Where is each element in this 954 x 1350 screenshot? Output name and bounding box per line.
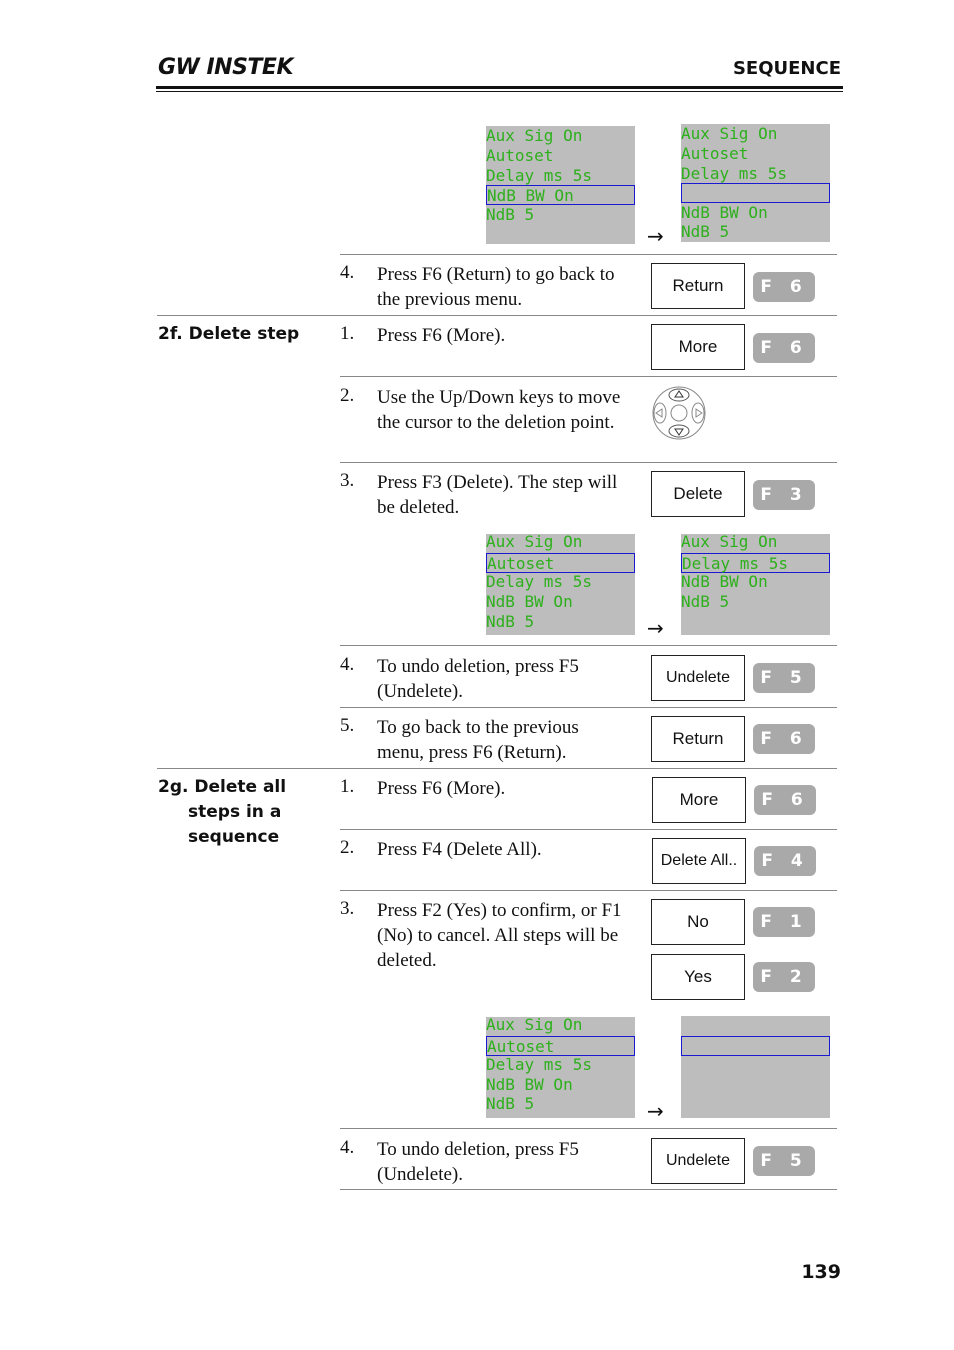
f6-key[interactable]: F 6 (753, 724, 815, 754)
screen-line: NdB 5 (486, 612, 535, 631)
screen-line: Delay ms 5s (486, 1055, 592, 1074)
step-text: Use the Up/Down keys to move the cursor … (377, 387, 621, 433)
step-text: Press F6 (Return) to go back to the prev… (377, 264, 615, 310)
step-text: To undo deletion, press F5 (Undelete). (377, 1139, 579, 1185)
screen-line: NdB 5 (486, 205, 535, 224)
screen-line-selected: Autoset (486, 1036, 635, 1056)
no-softkey[interactable]: No (651, 899, 745, 945)
step-number: 2. (340, 837, 355, 858)
f3-key[interactable]: F 3 (753, 480, 815, 510)
screen-after-2: Aux Sig On Delay ms 5s NdB BW On NdB 5 (681, 532, 830, 635)
screen-line: Delay ms 5s (486, 166, 592, 185)
screen-before-2: Aux Sig On Autoset Delay ms 5s NdB BW On… (486, 532, 635, 635)
arrow-icon: → (647, 224, 664, 248)
screen-before-3: Aux Sig On Autoset Delay ms 5s NdB BW On… (486, 1015, 635, 1118)
yes-softkey[interactable]: Yes (651, 954, 745, 1000)
section-divider (157, 315, 837, 316)
screen-line: NdB 5 (681, 592, 730, 611)
return-softkey[interactable]: Return (651, 716, 745, 762)
step-number: 4. (340, 654, 355, 675)
step-number: 4. (340, 1137, 355, 1158)
step-number: 3. (340, 898, 355, 919)
screen-line: Aux Sig On (681, 124, 778, 143)
header-rule (156, 86, 843, 89)
screen-line: Aux Sig On (486, 126, 583, 145)
screen-line-selected: NdB BW On (486, 185, 635, 205)
step-text: Press F3 (Delete). The step will be dele… (377, 472, 618, 518)
f5-key[interactable]: F 5 (753, 663, 815, 693)
screen-line: Aux Sig On (486, 532, 583, 551)
undelete-softkey[interactable]: Undelete (651, 1138, 745, 1184)
screen-after-1: Aux Sig On Autoset Delay ms 5s NdB BW On… (681, 124, 830, 242)
section-divider (157, 768, 837, 769)
gw-instek-logo: GW INSTEK (158, 55, 294, 80)
header-rule-thin (156, 91, 843, 92)
screen-line: NdB BW On (681, 203, 768, 222)
screen-line: Aux Sig On (681, 532, 778, 551)
screen-after-3 (681, 1016, 830, 1118)
screen-line: NdB BW On (486, 592, 573, 611)
row-divider (340, 376, 837, 377)
step-number: 4. (340, 262, 355, 283)
delete-all-softkey[interactable]: Delete All.. (652, 838, 746, 884)
step-text: Press F6 (More). (377, 325, 506, 346)
row-divider (340, 1128, 837, 1129)
f6-key[interactable]: F 6 (753, 272, 815, 302)
more-softkey[interactable]: More (651, 324, 745, 370)
arrow-icon: → (647, 616, 664, 640)
step-number: 1. (340, 323, 355, 344)
f1-key[interactable]: F 1 (753, 907, 815, 937)
screen-line: Delay ms 5s (681, 164, 787, 183)
delete-softkey[interactable]: Delete (651, 471, 745, 517)
row-divider (340, 254, 837, 255)
return-softkey[interactable]: Return (651, 263, 745, 309)
section-label-2g: 2g. Delete all (158, 777, 287, 797)
undelete-softkey[interactable]: Undelete (651, 655, 745, 701)
screen-line: NdB BW On (486, 1075, 573, 1094)
row-divider (340, 707, 837, 708)
step-number: 3. (340, 470, 355, 491)
step-text: To undo deletion, press F5 (Undelete). (377, 656, 579, 702)
step-number: 2. (340, 385, 355, 406)
screen-line: Delay ms 5s (486, 572, 592, 591)
f5-key[interactable]: F 5 (753, 1146, 815, 1176)
section-label-2g-line2: steps in a (188, 802, 282, 822)
section-label-2f: 2f. Delete step (158, 324, 300, 344)
step-text: Press F2 (Yes) to confirm, or F1 (No) to… (377, 900, 622, 971)
screen-line: NdB 5 (681, 222, 730, 241)
row-divider (340, 890, 837, 891)
more-softkey[interactable]: More (652, 777, 746, 823)
screen-line: Autoset (486, 146, 554, 165)
screen-line-selected: Delay ms 5s (681, 553, 830, 573)
step-number: 1. (340, 776, 355, 797)
f6-key[interactable]: F 6 (753, 333, 815, 363)
f4-key[interactable]: F 4 (754, 846, 816, 876)
step-text: Press F6 (More). (377, 778, 506, 799)
row-divider (340, 645, 837, 646)
row-divider (340, 829, 837, 830)
screen-line: Aux Sig On (486, 1015, 583, 1034)
arrow-keypad-icon[interactable] (651, 385, 707, 441)
page-number: 139 (801, 1261, 841, 1283)
row-divider (340, 1189, 837, 1190)
step-text: Press F4 (Delete All). (377, 839, 542, 860)
screen-line: Autoset (681, 144, 749, 163)
arrow-icon: → (647, 1099, 664, 1123)
screen-line-selected (681, 183, 830, 203)
screen-line: NdB 5 (486, 1094, 535, 1113)
row-divider (340, 462, 837, 463)
screen-before-1: Aux Sig On Autoset Delay ms 5s NdB BW On… (486, 126, 635, 244)
section-label-2g-line3: sequence (188, 827, 280, 847)
f2-key[interactable]: F 2 (753, 962, 815, 992)
screen-line-selected (681, 1036, 830, 1056)
section-title: SEQUENCE (732, 58, 841, 79)
screen-line: NdB BW On (681, 572, 768, 591)
f6-key[interactable]: F 6 (754, 785, 816, 815)
step-text: To go back to the previous menu, press F… (377, 717, 579, 763)
screen-line-selected: Autoset (486, 553, 635, 573)
step-number: 5. (340, 715, 355, 736)
